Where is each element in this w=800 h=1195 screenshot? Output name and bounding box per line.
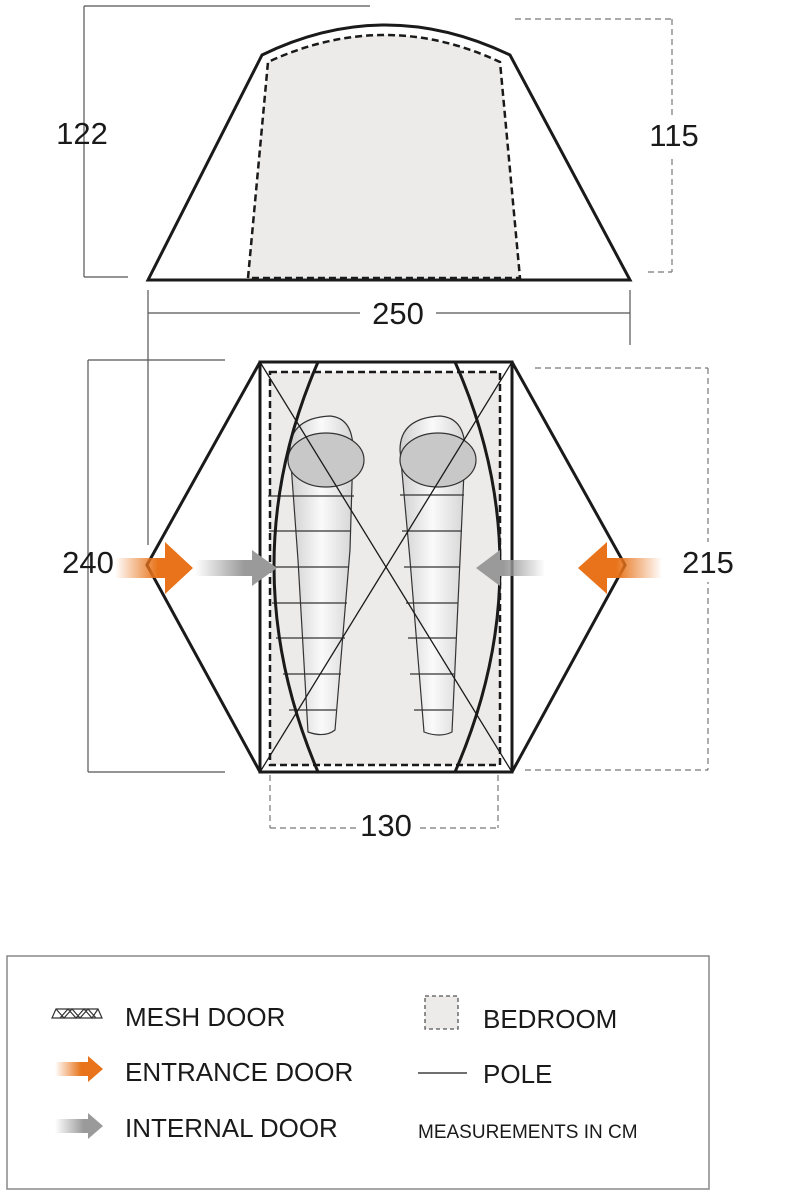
entrance-arrow-right xyxy=(578,542,662,594)
legend-mesh-door: MESH DOOR xyxy=(125,1002,285,1032)
floor-plan: 240 215 130 xyxy=(62,359,744,843)
dimension-250 xyxy=(147,290,631,545)
legend-pole: POLE xyxy=(483,1059,552,1089)
bedroom-icon xyxy=(424,995,459,1030)
legend-bedroom: BEDROOM xyxy=(483,1004,617,1034)
legend-internal-door: INTERNAL DOOR xyxy=(125,1113,338,1143)
entrance-door-icon xyxy=(55,1056,103,1082)
internal-arrow-right xyxy=(476,550,545,586)
mesh-door-icon xyxy=(51,1008,103,1019)
sleeping-bag-left xyxy=(268,415,365,736)
dimension-122 xyxy=(83,5,370,278)
length-outer-label: 240 xyxy=(62,545,114,580)
width-inner-label: 130 xyxy=(360,808,412,843)
legend: MESH DOOR ENTRANCE DOOR INTERNAL DOOR BE… xyxy=(6,955,710,1190)
bedroom-side xyxy=(246,33,522,280)
internal-door-icon xyxy=(55,1113,103,1139)
height-outer-label: 122 xyxy=(56,116,108,151)
entrance-arrow-left xyxy=(115,542,193,594)
legend-entrance-door: ENTRANCE DOOR xyxy=(125,1057,353,1087)
legend-units-note: MEASUREMENTS IN CM xyxy=(418,1122,638,1143)
length-inner-label: 215 xyxy=(682,545,734,580)
dimension-115 xyxy=(515,18,673,273)
side-view: 122 115 250 xyxy=(56,5,708,545)
internal-arrow-left xyxy=(195,550,277,586)
sleeping-bag-right xyxy=(399,415,477,736)
height-inner-label: 115 xyxy=(649,118,698,153)
dimension-240 xyxy=(87,359,225,773)
width-total-label: 250 xyxy=(372,296,424,331)
